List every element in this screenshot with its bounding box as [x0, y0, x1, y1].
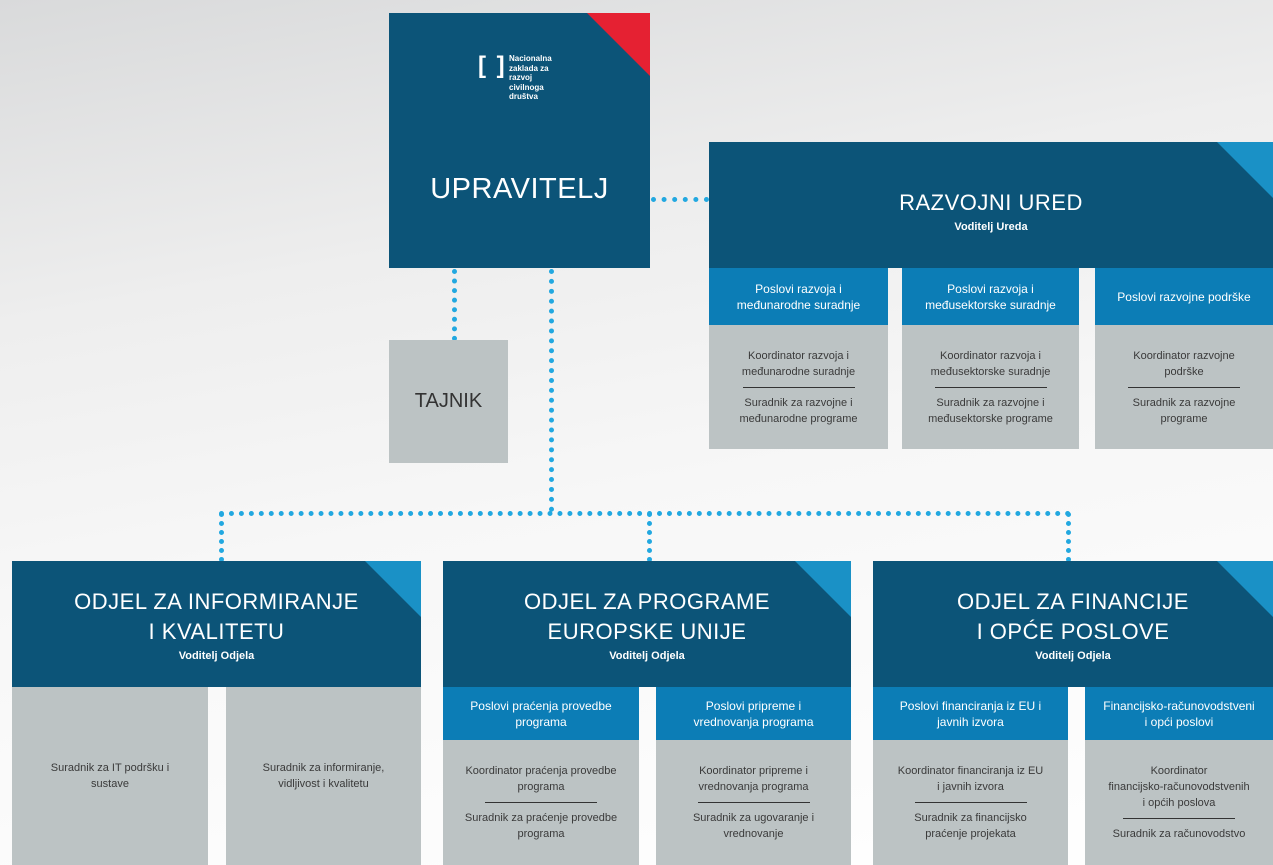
role-associate: Suradnik za razvojne i međunarodne progr…	[739, 396, 858, 425]
role-associate: Suradnik za razvojne i međusektorske pro…	[928, 396, 1053, 425]
department-title-wrap: ODJEL ZA PROGRAME EUROPSKE UNIJE Voditel…	[443, 587, 851, 663]
role-coordinator: Koordinator pripreme i vrednovanja progr…	[698, 765, 809, 793]
connector-director-secretary	[452, 269, 457, 341]
logo-mark-icon: [ ]	[478, 52, 507, 79]
department-title: ODJEL ZA INFORMIRANJE I KVALITETU	[74, 589, 359, 644]
director-title: UPRAVITELJ	[430, 173, 609, 205]
unit-header-2b: Poslovi pripreme i vrednovanja programa	[656, 687, 851, 740]
connector-dept1	[219, 512, 224, 562]
corner-fold	[1217, 142, 1273, 198]
development-office-title: RAZVOJNI URED	[899, 190, 1083, 215]
role-associate: Suradnik za IT podršku i sustave	[50, 762, 170, 790]
dev-unit-body-3: Koordinator razvojne podrške Suradnik za…	[1095, 325, 1273, 449]
corner-fold	[587, 13, 650, 76]
department-column-1a: Suradnik za IT podršku i sustave	[12, 687, 208, 865]
dev-unit-label: Poslovi razvojne podrške	[1117, 289, 1251, 304]
department-header-informing: ODJEL ZA INFORMIRANJE I KVALITETU Vodite…	[12, 561, 421, 687]
corner-fold	[1217, 561, 1273, 617]
divider	[1128, 386, 1240, 388]
unit-body-2a: Koordinator praćenja provedbe programa S…	[443, 740, 639, 865]
department-title-wrap: ODJEL ZA FINANCIJE I OPĆE POSLOVE Vodite…	[873, 587, 1273, 663]
secretary-box: TAJNIK	[389, 340, 508, 463]
divider	[742, 386, 855, 388]
role-coordinator: Koordinator razvoja i međunarodne suradn…	[741, 349, 856, 378]
role-coordinator: Koordinator razvojne podrške	[1133, 349, 1235, 378]
development-office-title-wrap: RAZVOJNI URED Voditelj Ureda	[709, 188, 1273, 234]
unit-header-2a: Poslovi praćenja provedbe programa	[443, 687, 639, 740]
secretary-title: TAJNIK	[414, 390, 483, 412]
development-office-head: Voditelj Ureda	[954, 221, 1028, 233]
department-header-eu-programmes: ODJEL ZA PROGRAME EUROPSKE UNIJE Voditel…	[443, 561, 851, 687]
unit-header-3b: Financijsko-računovodstveni i opći poslo…	[1085, 687, 1273, 740]
connector-dept2	[647, 512, 652, 562]
development-office-header: RAZVOJNI URED Voditelj Ureda	[709, 142, 1273, 268]
unit-label: Poslovi pripreme i vrednovanja programa	[693, 698, 814, 729]
dev-unit-label: Poslovi razvoja i međunarodne suradnje	[736, 281, 861, 312]
role-associate: Suradnik za ugovaranje i vrednovanje	[692, 812, 815, 840]
dev-unit-header-3: Poslovi razvojne podrške	[1095, 268, 1273, 325]
department-head: Voditelj Odjela	[1035, 650, 1111, 662]
unit-label: Financijsko-računovodstveni i opći poslo…	[1103, 698, 1255, 729]
connector-departments-bus	[219, 511, 1071, 516]
role-coordinator: Koordinator praćenja provedbe programa	[465, 765, 617, 793]
dev-unit-header-2: Poslovi razvoja i međusektorske suradnje	[902, 268, 1079, 325]
unit-body-3b: Koordinator financijsko-računovodstvenih…	[1085, 740, 1273, 865]
director-box: [ ] Nacionalna zaklada za razvoj civilno…	[389, 13, 650, 268]
unit-body-3a: Koordinator financiranja iz EU i javnih …	[873, 740, 1068, 865]
department-title-wrap: ODJEL ZA INFORMIRANJE I KVALITETU Vodite…	[12, 587, 421, 663]
department-title: ODJEL ZA FINANCIJE I OPĆE POSLOVE	[957, 589, 1189, 644]
divider	[914, 802, 1027, 803]
dev-unit-label: Poslovi razvoja i međusektorske suradnje	[925, 281, 1056, 312]
role-associate: Suradnik za financijsko praćenje projeka…	[914, 812, 1027, 840]
dev-unit-body-1: Koordinator razvoja i međunarodne suradn…	[709, 325, 888, 449]
connector-dept3	[1066, 512, 1071, 562]
department-head: Voditelj Odjela	[178, 650, 255, 662]
connector-director-departments	[549, 269, 554, 512]
role-associate: Suradnik za razvojne programe	[1132, 396, 1236, 425]
department-head: Voditelj Odjela	[609, 650, 685, 662]
unit-label: Poslovi praćenja provedbe programa	[470, 698, 612, 729]
role-associate: Suradnik za računovodstvo	[1112, 828, 1246, 840]
role-coordinator: Koordinator razvoja i međusektorske sura…	[930, 349, 1051, 378]
department-header-finance: ODJEL ZA FINANCIJE I OPĆE POSLOVE Vodite…	[873, 561, 1273, 687]
department-column-1b: Suradnik za informiranje, vidljivost i k…	[226, 687, 421, 865]
department-title: ODJEL ZA PROGRAME EUROPSKE UNIJE	[523, 589, 771, 644]
unit-label: Poslovi financiranja iz EU i javnih izvo…	[899, 698, 1042, 729]
role-associate: Suradnik za informiranje, vidljivost i k…	[262, 762, 385, 790]
role-coordinator: Koordinator financiranja iz EU i javnih …	[897, 765, 1044, 793]
corner-fold	[365, 561, 421, 617]
connector-director-devoffice	[651, 197, 709, 202]
divider	[485, 802, 597, 803]
dev-unit-body-2: Koordinator razvoja i međusektorske sura…	[902, 325, 1079, 449]
role-coordinator: Koordinator financijsko-računovodstvenih…	[1108, 765, 1250, 809]
unit-body-2b: Koordinator pripreme i vrednovanja progr…	[656, 740, 851, 865]
role-associate: Suradnik za praćenje provedbe programa	[464, 812, 618, 840]
divider	[934, 386, 1047, 388]
logo: [ ] Nacionalna zaklada za razvoj civilno…	[478, 51, 568, 117]
dev-unit-header-1: Poslovi razvoja i međunarodne suradnje	[709, 268, 888, 325]
unit-header-3a: Poslovi financiranja iz EU i javnih izvo…	[873, 687, 1068, 740]
logo-text: Nacionalna zaklada za razvoj civilnoga d…	[509, 54, 552, 101]
corner-fold	[795, 561, 851, 617]
divider	[697, 802, 810, 803]
divider	[1123, 818, 1235, 819]
